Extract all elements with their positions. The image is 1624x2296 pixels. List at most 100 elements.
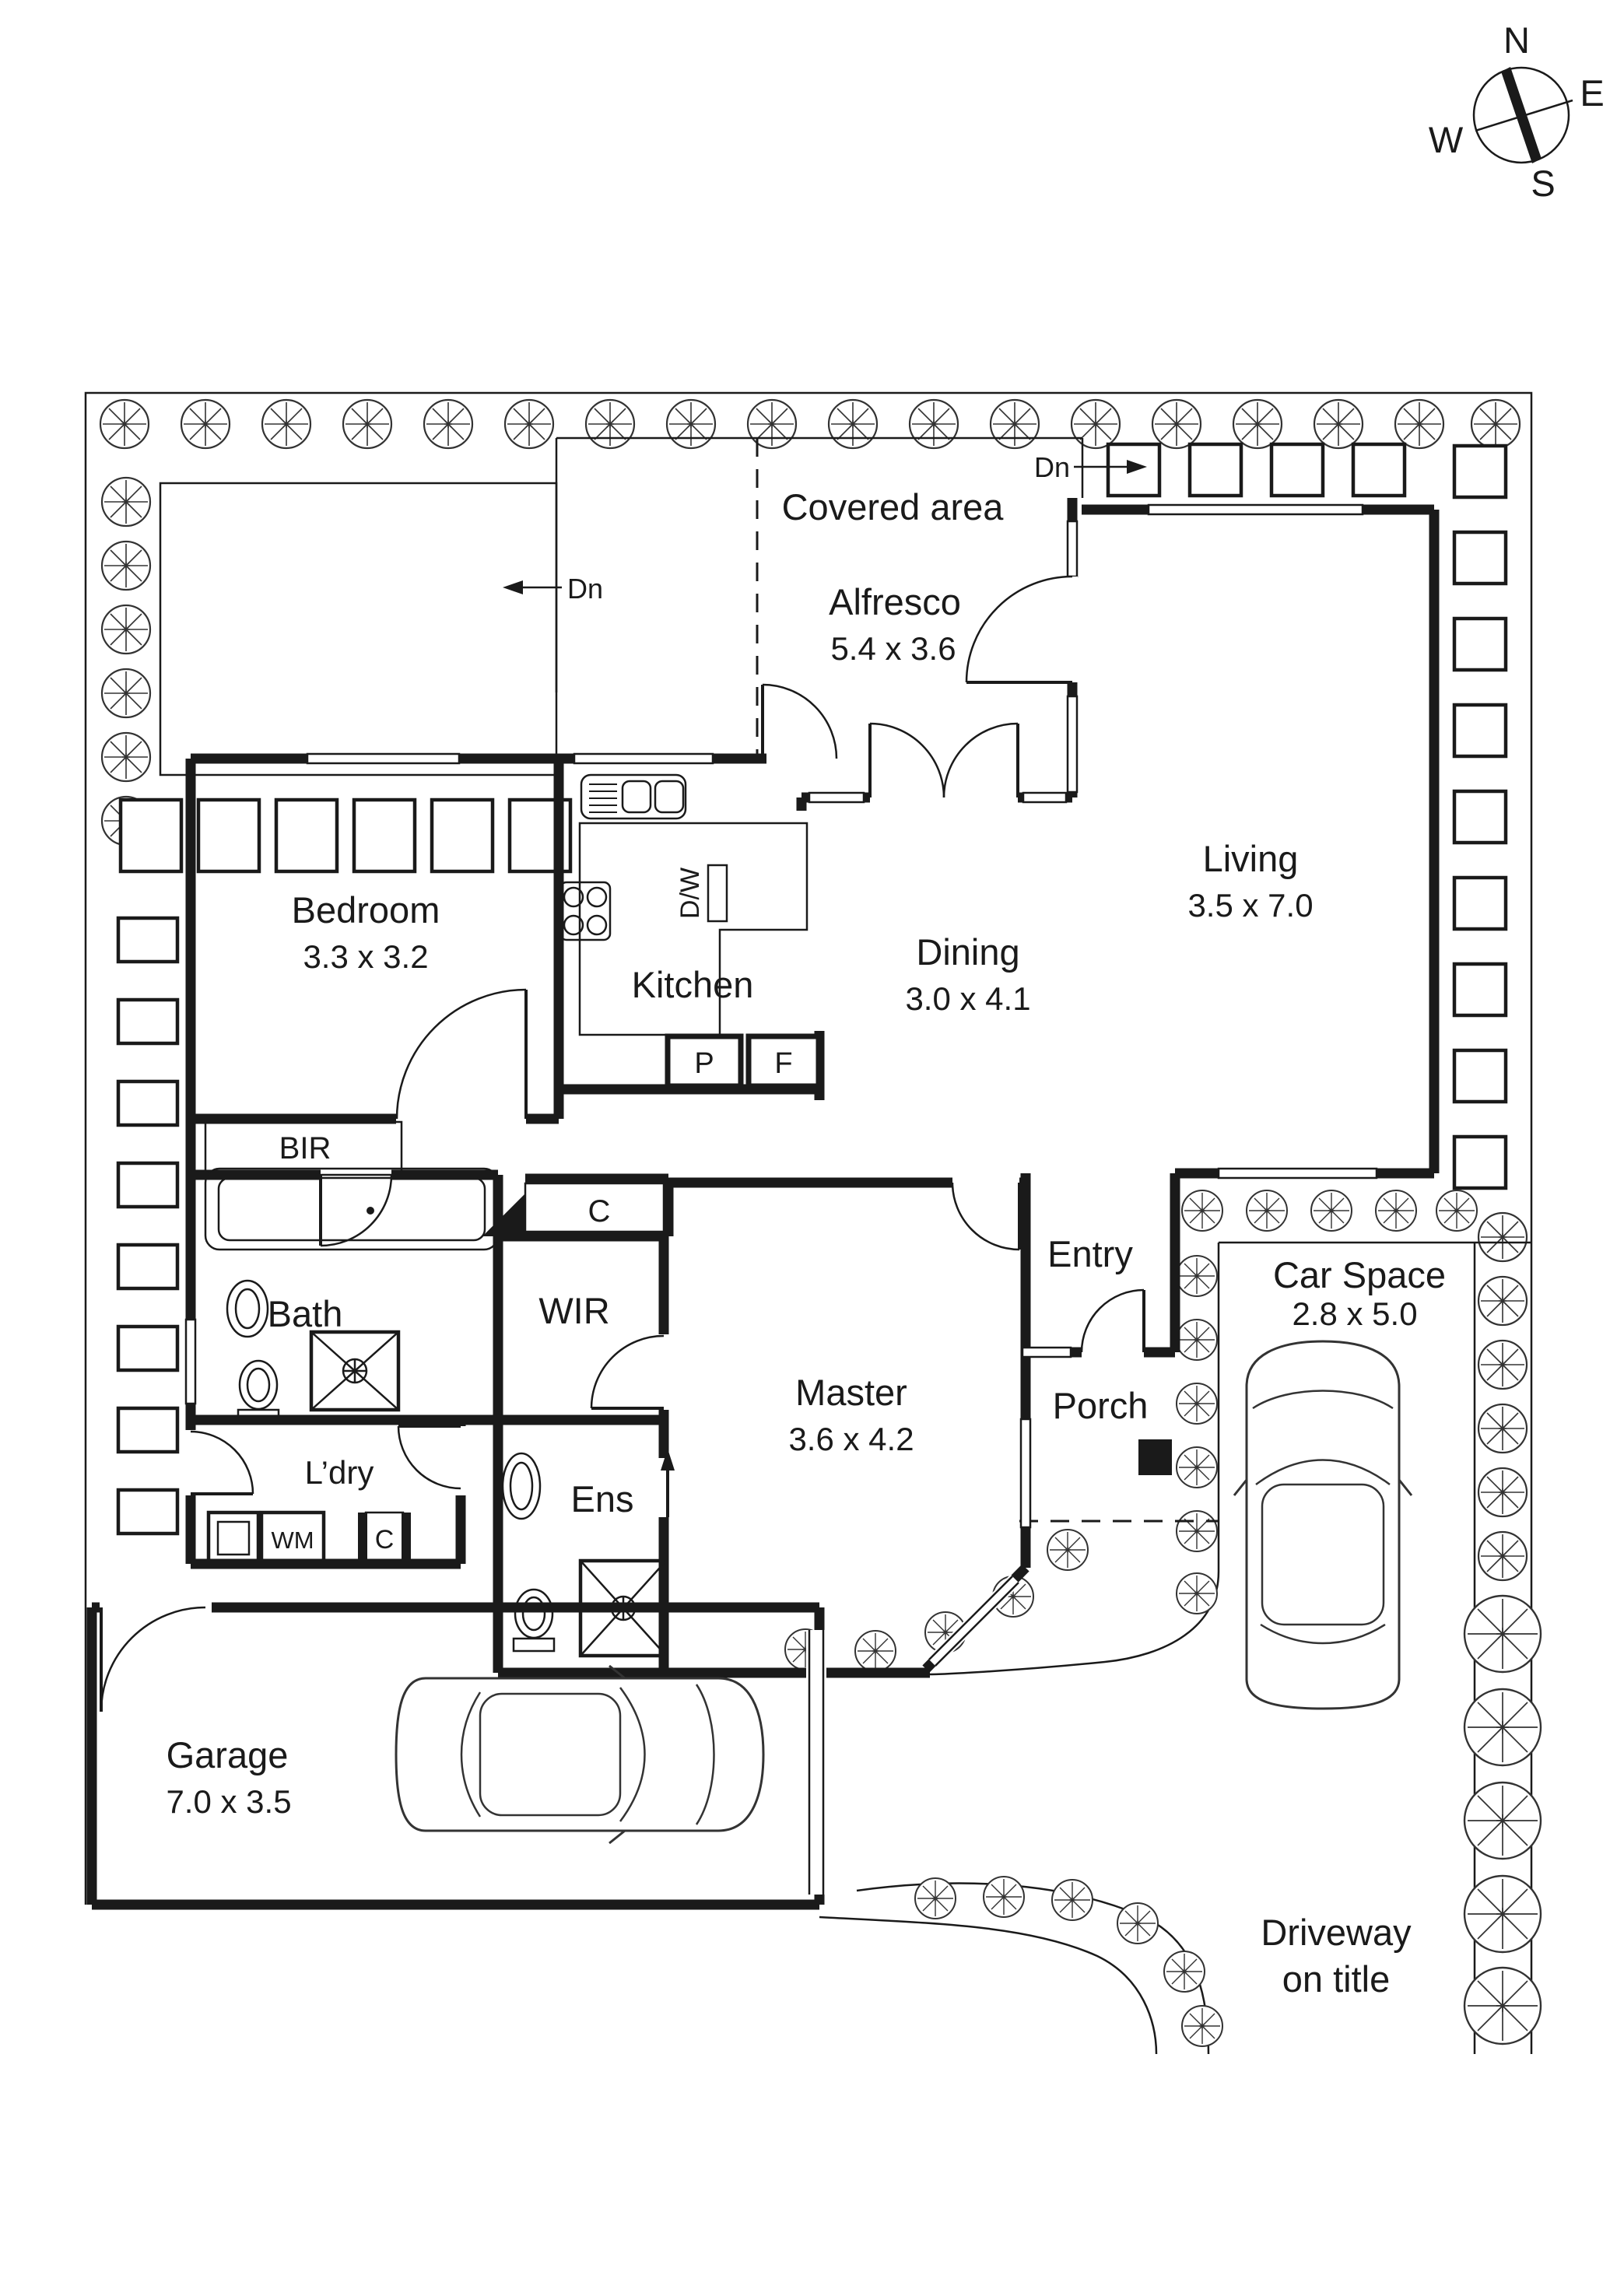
bedroom-window: [306, 752, 461, 765]
hall-cupboard: [524, 1182, 665, 1233]
alfresco-window-lower: [1066, 695, 1079, 794]
tree-icon: [180, 398, 231, 450]
tree-icon: [342, 398, 393, 450]
tree-icon: [584, 398, 636, 450]
dn-top-label: Dn: [1034, 451, 1070, 483]
windows: [184, 503, 1378, 1895]
kitchen-bench-outline: [578, 822, 808, 1036]
laundry-label: L’dry: [305, 1454, 374, 1491]
shrub-icon: [1176, 1572, 1218, 1614]
paver-icon: [354, 800, 415, 871]
wir-door: [590, 1334, 665, 1410]
tree-icon: [1477, 1530, 1528, 1582]
room-labels: Covered area Alfresco 5.4 x 3.6 Living 3…: [166, 451, 1446, 2000]
dining-dims: 3.0 x 4.1: [905, 980, 1030, 1017]
tree-icon: [99, 398, 150, 450]
wall-corner-fill: [482, 1194, 525, 1236]
laundry-hall-door: [397, 1425, 461, 1490]
tree-icon: [1477, 1467, 1528, 1518]
shrub-icon: [1436, 1190, 1478, 1232]
fridge-box: [745, 1033, 822, 1089]
bath-window: [184, 1318, 197, 1405]
tree-icon: [908, 398, 959, 450]
shrub-icon: [1163, 1951, 1205, 1993]
bathtub-icon: [204, 1167, 500, 1251]
paver-icon: [118, 1245, 177, 1288]
tree-icon: [100, 476, 152, 528]
bath-basin-icon: [226, 1279, 269, 1338]
paver-icon: [1454, 532, 1506, 584]
entry-label: Entry: [1047, 1233, 1133, 1274]
paver-icon: [1353, 444, 1405, 496]
tree-icon: [1477, 1275, 1528, 1327]
ens-toilet-icon: [512, 1588, 556, 1653]
bath-shower-icon: [309, 1330, 401, 1412]
alfresco-window-upper: [1066, 520, 1079, 578]
tree-icon: [1477, 1403, 1528, 1454]
tree-icon: [503, 398, 555, 450]
shrub-icon: [854, 1630, 896, 1672]
tree-icon: [1477, 1339, 1528, 1390]
pantry-box: [665, 1033, 744, 1089]
washing-machine-label: WM: [271, 1527, 314, 1554]
tree-icon: [1463, 1688, 1542, 1767]
cooktop-icon: [559, 881, 612, 941]
paver-icon: [118, 1163, 177, 1207]
master-label: Master: [795, 1372, 907, 1413]
shrub-icon: [1181, 1190, 1223, 1232]
ens-basin-icon: [501, 1452, 542, 1520]
paver-icon: [1454, 878, 1506, 929]
ensuite-slider-arrow: [661, 1449, 675, 1517]
dn-left-label: Dn: [567, 573, 603, 605]
shrub-icon: [1176, 1510, 1218, 1552]
bir-label: BIR: [279, 1131, 331, 1166]
dishwasher-icon: [707, 864, 728, 923]
french-doors: [868, 722, 1019, 798]
shrub-icon: [1375, 1190, 1417, 1232]
compass-w: W: [1429, 119, 1464, 160]
garage-dims: 7.0 x 3.5: [166, 1783, 291, 1820]
shrub-icon: [1310, 1190, 1352, 1232]
dining-label: Dining: [916, 931, 1019, 973]
tree-icon: [989, 398, 1040, 450]
bath-toilet-icon: [237, 1359, 280, 1424]
tree-icon: [1477, 1211, 1528, 1263]
ens-shower-icon: [578, 1558, 668, 1658]
paver-icon: [1454, 705, 1506, 756]
tree-icon: [1463, 1781, 1542, 1860]
alfresco-label: Alfresco: [829, 581, 961, 622]
bir-robe: [204, 1120, 403, 1176]
laundry-cupboard-label: C: [375, 1525, 395, 1555]
wir-label: WIR: [538, 1290, 609, 1331]
tree-icon: [1470, 398, 1521, 450]
paver-icon: [1454, 964, 1506, 1015]
compass-e: E: [1580, 72, 1604, 114]
compass-s: S: [1531, 163, 1555, 204]
paver-icon: [1454, 791, 1506, 843]
tree-icon: [1463, 1874, 1542, 1954]
shrub-icon: [1117, 1902, 1159, 1944]
car-space-dims: 2.8 x 5.0: [1292, 1295, 1417, 1332]
driveway-label-2: on title: [1282, 1958, 1390, 2000]
shrub-icon: [1181, 2005, 1223, 2047]
paver-icon: [198, 800, 259, 871]
tree-icon: [100, 668, 152, 719]
doors: [100, 575, 1145, 1712]
living-north-window: [1147, 503, 1364, 516]
paver-icon: [1454, 619, 1506, 670]
tree-icon: [423, 398, 474, 450]
tree-icon: [1151, 398, 1202, 450]
compass-icon: N E W S: [1429, 19, 1605, 204]
tree-icon: [100, 731, 152, 783]
paver-icon: [118, 1081, 177, 1125]
tree-icon: [1463, 1966, 1542, 2045]
tree-icon: [100, 604, 152, 655]
shrub-icon: [1047, 1529, 1089, 1571]
sink-icon: [580, 773, 687, 820]
down-step-arrow-left: [503, 580, 562, 594]
deck-edges: [555, 436, 1219, 1523]
dining-window-right: [1022, 791, 1068, 804]
tree-icon: [1232, 398, 1283, 450]
shrub-icon: [1051, 1879, 1093, 1921]
